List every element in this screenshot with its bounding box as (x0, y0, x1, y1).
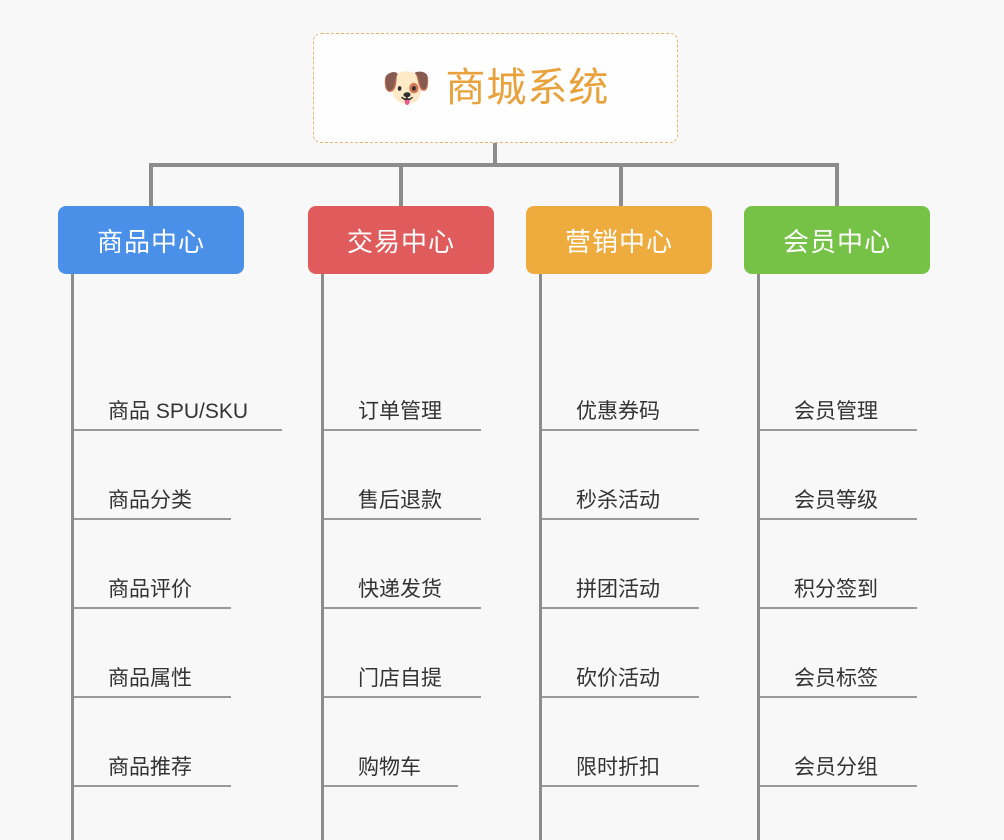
leaf-item-underline (324, 785, 458, 787)
leaf-item[interactable]: 商品 SPU/SKU (74, 342, 282, 431)
column-marketing-center: 营销中心优惠券码秒杀活动拼团活动砍价活动限时折扣满减送 (526, 206, 712, 840)
leaf-item[interactable]: 销售分佣 (324, 787, 494, 840)
leaf-item[interactable]: 商品推荐 (74, 698, 244, 787)
leaf-item-underline (324, 696, 481, 698)
leaf-item[interactable]: 收货地址 (760, 787, 930, 840)
leaf-item-label: 商品推荐 (108, 756, 192, 779)
leaf-item[interactable]: 商品评价 (74, 520, 244, 609)
leaf-item-label: 门店自提 (358, 667, 442, 690)
leaf-item-underline (542, 785, 699, 787)
leaf-item-label: 快递发货 (358, 578, 442, 601)
leaf-item-underline (760, 429, 917, 431)
leaf-item[interactable]: 商品品牌 (74, 787, 244, 840)
leaf-item[interactable]: 拼团活动 (542, 520, 712, 609)
leaf-item-underline (542, 518, 699, 520)
leaf-item[interactable]: 商品分类 (74, 431, 244, 520)
leaf-item[interactable]: 订单管理 (324, 342, 494, 431)
leaf-item-underline (760, 785, 917, 787)
category-label: 交易中心 (346, 226, 455, 257)
category-label: 营销中心 (564, 226, 673, 257)
leaf-item[interactable]: 砍价活动 (542, 609, 712, 698)
connector-drop-1 (149, 163, 153, 206)
dog-face-icon: 🐶 (381, 65, 432, 111)
leaf-item-label: 拼团活动 (576, 578, 660, 601)
leaf-item-underline (324, 518, 481, 520)
leaf-item-underline (760, 696, 917, 698)
leaf-item[interactable]: 积分签到 (760, 520, 930, 609)
connector-horizontal-bus (149, 163, 839, 167)
leaf-item[interactable]: 商品属性 (74, 609, 244, 698)
leaf-item[interactable]: 会员分组 (760, 698, 930, 787)
leaf-item-underline (74, 785, 231, 787)
leaf-item-underline (74, 607, 231, 609)
leaf-list-product-center: 商品 SPU/SKU 商品分类商品评价商品属性商品推荐商品品牌 (71, 274, 282, 840)
leaf-item-label: 订单管理 (358, 400, 442, 423)
leaf-item-label: 商品 SPU/SKU (108, 400, 249, 423)
column-trade-center: 交易中心订单管理售后退款快递发货门店自提购物车销售分佣 (308, 206, 494, 840)
leaf-item-underline (542, 429, 699, 431)
leaf-item[interactable]: 快递发货 (324, 520, 494, 609)
category-box-marketing-center[interactable]: 营销中心 (526, 206, 712, 274)
leaf-item-underline (760, 518, 917, 520)
leaf-list-member-center: 会员管理会员等级积分签到会员标签会员分组收货地址 (757, 274, 930, 840)
leaf-item-label: 优惠券码 (576, 400, 660, 423)
leaf-list-trade-center: 订单管理售后退款快递发货门店自提购物车销售分佣 (321, 274, 494, 840)
leaf-item-label: 秒杀活动 (576, 489, 660, 512)
connector-root-stem (493, 143, 497, 166)
leaf-item[interactable]: 优惠券码 (542, 342, 712, 431)
leaf-item-underline (542, 607, 699, 609)
connector-drop-2 (399, 163, 403, 206)
leaf-item-label: 限时折扣 (576, 756, 660, 779)
leaf-item-label: 商品属性 (108, 667, 192, 690)
leaf-item-label: 会员等级 (794, 489, 878, 512)
leaf-item-label: 会员标签 (794, 667, 878, 690)
column-member-center: 会员中心会员管理会员等级积分签到会员标签会员分组收货地址 (744, 206, 930, 840)
leaf-item[interactable]: 会员标签 (760, 609, 930, 698)
leaf-item[interactable]: 售后退款 (324, 431, 494, 520)
leaf-item-underline (324, 429, 481, 431)
leaf-item-label: 商品评价 (108, 578, 192, 601)
leaf-item-underline (74, 429, 282, 431)
leaf-item-underline (74, 696, 231, 698)
leaf-item[interactable]: 门店自提 (324, 609, 494, 698)
leaf-list-marketing-center: 优惠券码秒杀活动拼团活动砍价活动限时折扣满减送 (539, 274, 712, 840)
leaf-item[interactable]: 会员等级 (760, 431, 930, 520)
category-box-member-center[interactable]: 会员中心 (744, 206, 930, 274)
leaf-item-underline (542, 696, 699, 698)
root-node-mall-system[interactable]: 🐶 商城系统 (313, 33, 678, 143)
leaf-item[interactable]: 满减送 (542, 787, 712, 840)
leaf-item-label: 会员管理 (794, 400, 878, 423)
leaf-item-label: 会员分组 (794, 756, 878, 779)
leaf-item[interactable]: 秒杀活动 (542, 431, 712, 520)
leaf-item[interactable]: 限时折扣 (542, 698, 712, 787)
leaf-item-label: 商品分类 (108, 489, 192, 512)
leaf-item-label: 购物车 (358, 756, 421, 779)
leaf-item[interactable]: 会员管理 (760, 342, 930, 431)
category-label: 商品中心 (96, 226, 205, 257)
leaf-item-underline (760, 607, 917, 609)
category-box-trade-center[interactable]: 交易中心 (308, 206, 494, 274)
leaf-item-underline (74, 518, 231, 520)
connector-drop-3 (619, 163, 623, 206)
root-node-label: 商城系统 (445, 66, 610, 110)
category-label: 会员中心 (782, 226, 891, 257)
leaf-item-label: 积分签到 (794, 578, 878, 601)
leaf-item-label: 售后退款 (358, 489, 442, 512)
leaf-item-underline (324, 607, 481, 609)
leaf-item-label: 砍价活动 (576, 667, 660, 690)
leaf-item[interactable]: 购物车 (324, 698, 494, 787)
category-box-product-center[interactable]: 商品中心 (58, 206, 244, 274)
connector-drop-4 (835, 163, 839, 206)
